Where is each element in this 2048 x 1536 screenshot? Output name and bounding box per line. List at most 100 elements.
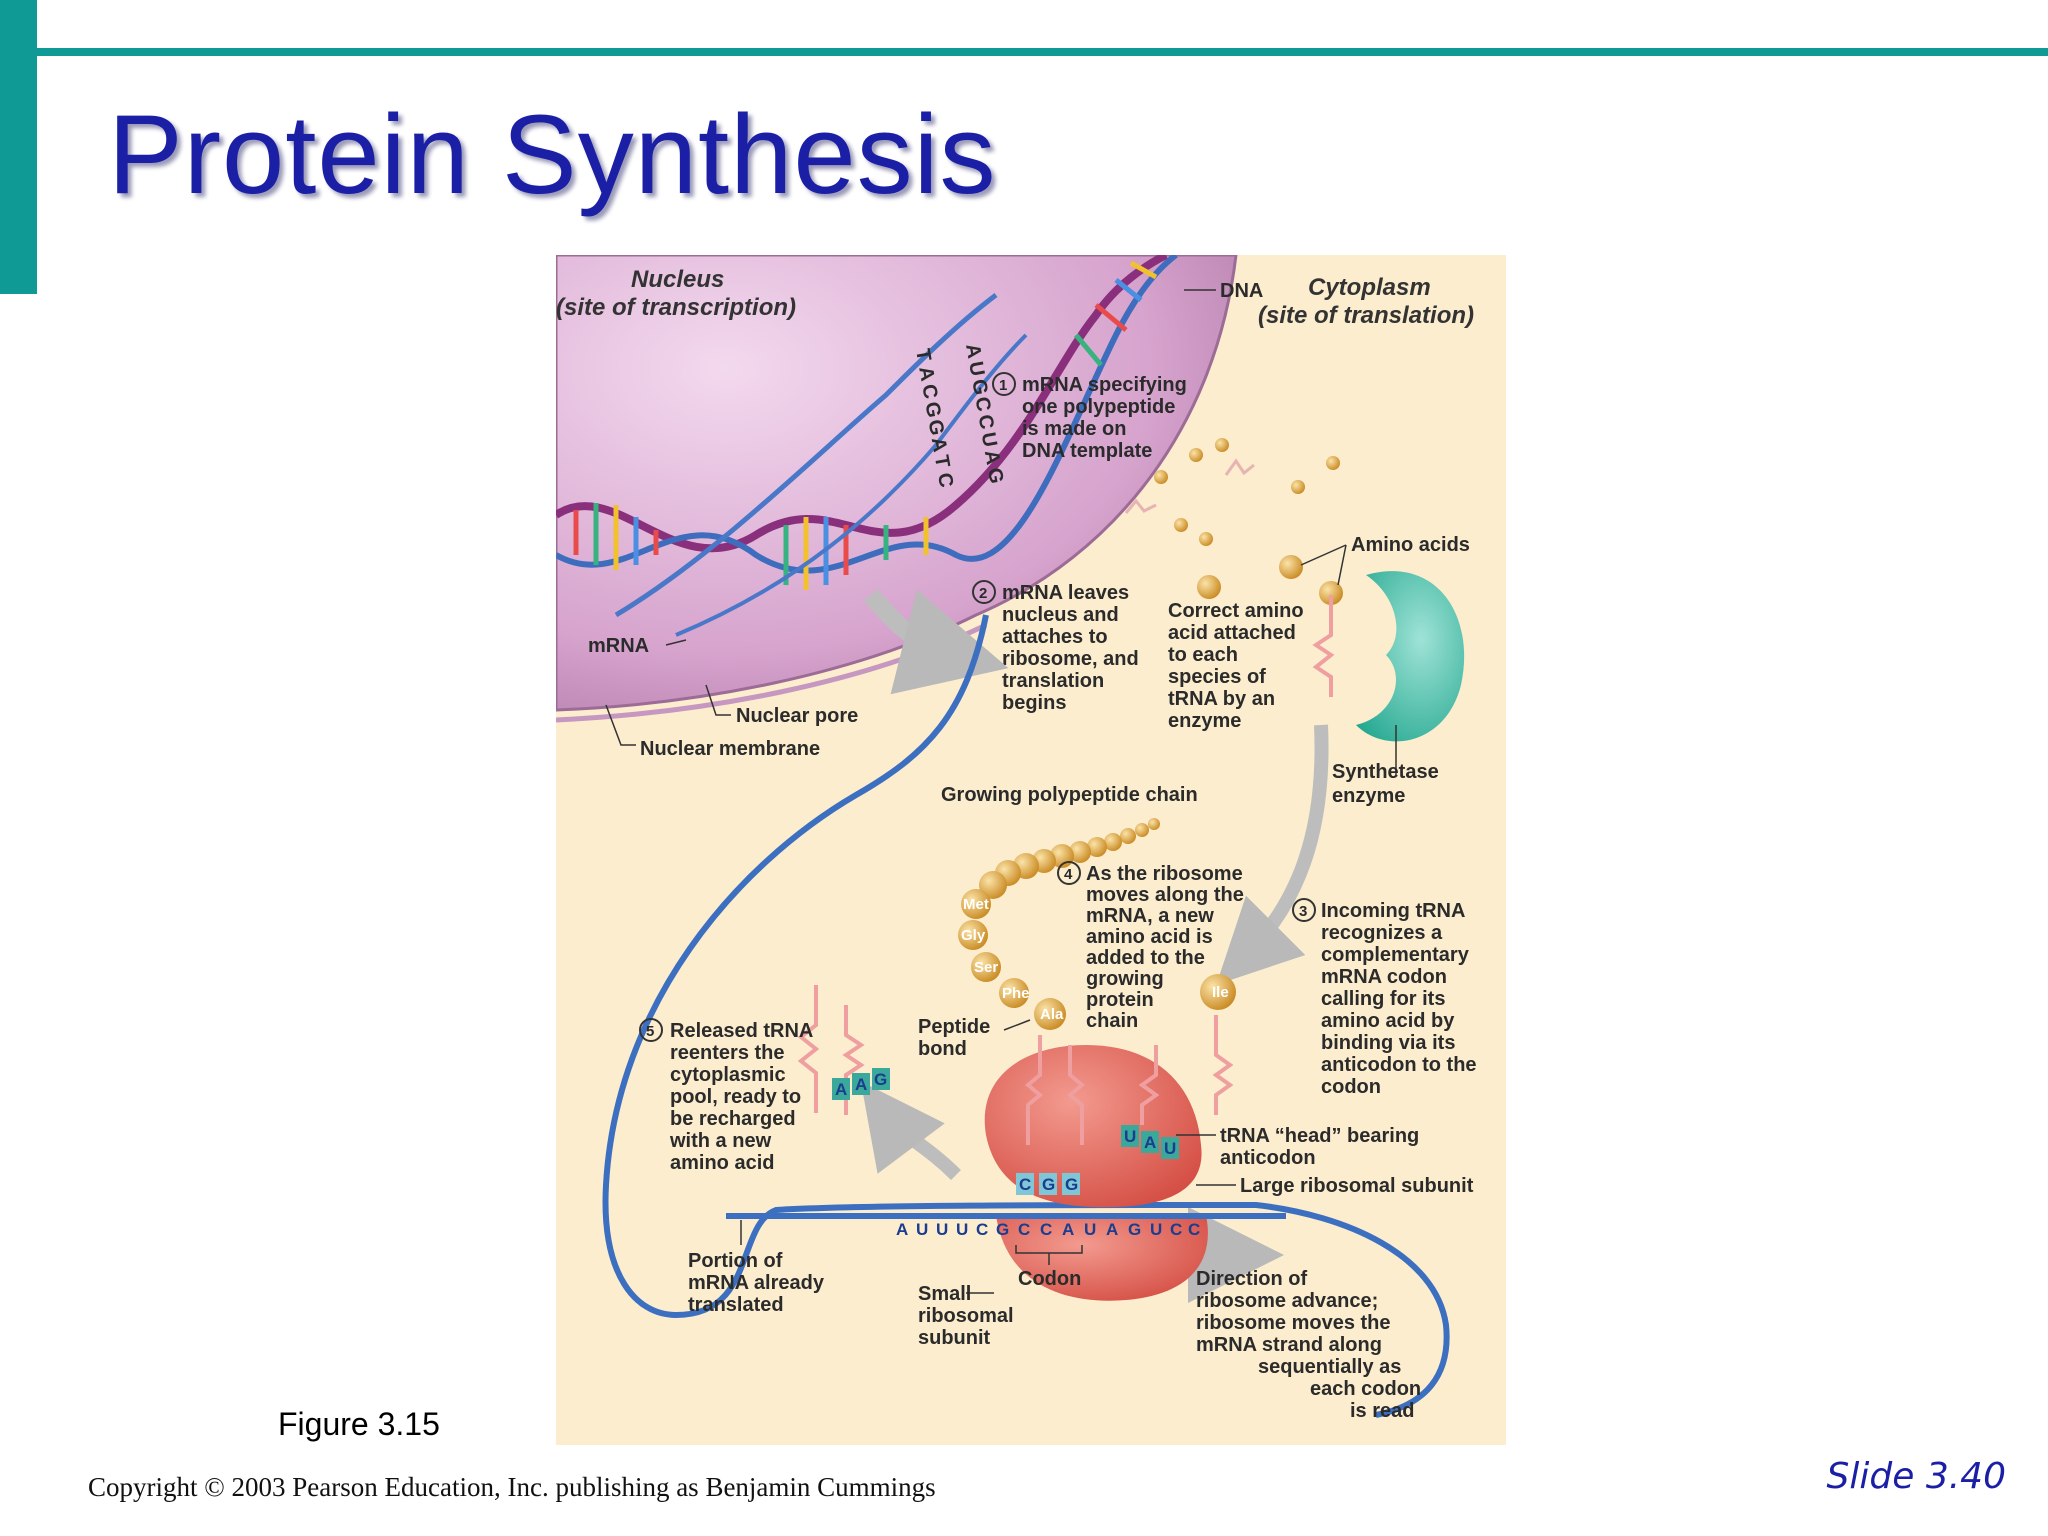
synthetase-label: Synthetase bbox=[1332, 761, 1439, 783]
anticodon-base: A bbox=[1144, 1133, 1156, 1152]
step-4-marker bbox=[1057, 861, 1081, 885]
amino-label: Phe bbox=[1002, 985, 1030, 1002]
small-subunit-line: subunit bbox=[918, 1327, 991, 1349]
direction-line: mRNA strand along bbox=[1196, 1334, 1382, 1356]
step-2-line: begins bbox=[1002, 692, 1066, 714]
amino-label: Ala bbox=[1040, 1006, 1064, 1023]
export-arrow bbox=[864, 589, 1009, 695]
dna-base: G bbox=[920, 400, 944, 419]
mrna-base: C bbox=[976, 1220, 988, 1239]
figure-svg: T A C G G A T C A U G C C U A G Nucleus … bbox=[556, 255, 1506, 1445]
step-4-number: 4 bbox=[1064, 866, 1073, 883]
direction-line: each codon bbox=[1310, 1378, 1421, 1400]
mrna-strand bbox=[602, 614, 1450, 1418]
dna-base: C bbox=[917, 383, 941, 401]
rna-base: U bbox=[964, 360, 988, 378]
protein-synthesis-figure: T A C G G A T C A U G C C U A G Nucleus … bbox=[556, 255, 1506, 1445]
step-3-line: recognizes a bbox=[1321, 922, 1443, 944]
direction-line: ribosome moves the bbox=[1196, 1312, 1391, 1334]
synthetase-enzyme bbox=[1356, 571, 1465, 742]
step-1-marker bbox=[992, 372, 1016, 396]
step-2-line: ribosome, and bbox=[1002, 648, 1139, 670]
mrna-codon-strip: A U U U C G C C A U A G U C C bbox=[726, 1213, 1286, 1239]
step-4-line: mRNA, a new bbox=[1086, 905, 1214, 927]
mrna-base: C bbox=[1188, 1220, 1200, 1239]
anticodon-base: G bbox=[1065, 1175, 1078, 1194]
dna-helix bbox=[556, 255, 1178, 637]
amino-acids-label: Amino acids bbox=[1351, 534, 1470, 556]
incoming-trna bbox=[1138, 1045, 1160, 1125]
step-3-line: amino acid by bbox=[1321, 1010, 1455, 1032]
mrna-base: U bbox=[956, 1220, 968, 1239]
incoming-trna-arrow bbox=[1216, 724, 1329, 985]
large-ribosomal-subunit bbox=[984, 1045, 1202, 1208]
small-subunit-line: Small bbox=[918, 1283, 971, 1305]
step-1-number: 1 bbox=[999, 377, 1007, 394]
peptide-bond-label-2: bond bbox=[918, 1038, 967, 1060]
step-3-marker bbox=[1292, 898, 1316, 922]
step-4-line: growing bbox=[1086, 968, 1164, 990]
rna-base: G bbox=[967, 378, 991, 397]
step-3-line: complementary bbox=[1321, 944, 1470, 966]
rna-base: A bbox=[980, 448, 1004, 466]
bound-trna bbox=[1024, 1035, 1044, 1145]
step-2-line: translation bbox=[1002, 670, 1104, 692]
amino-label: Met bbox=[963, 896, 989, 913]
amino-bead bbox=[971, 952, 1001, 982]
correct-amino-line: Correct amino bbox=[1168, 600, 1304, 622]
amino-bead-incoming bbox=[1200, 974, 1236, 1010]
nucleus-header: Nucleus bbox=[631, 266, 724, 293]
amino-label: Gly bbox=[961, 927, 986, 944]
nuclear-membrane-label: Nuclear membrane bbox=[640, 738, 820, 760]
step-5-line: pool, ready to bbox=[670, 1086, 801, 1108]
step-5-line: Released tRNA bbox=[670, 1020, 813, 1042]
step-5-line: be recharged bbox=[670, 1108, 796, 1130]
step-3-line: mRNA codon bbox=[1321, 966, 1447, 988]
growing-chain-label: Growing polypeptide chain bbox=[941, 784, 1198, 806]
mrna-base: C bbox=[1040, 1220, 1052, 1239]
step-3-line: codon bbox=[1321, 1076, 1381, 1098]
correct-amino-line: enzyme bbox=[1168, 710, 1241, 732]
dna-base: T bbox=[911, 347, 935, 363]
dna-base: A bbox=[914, 365, 938, 383]
step-4-line: protein bbox=[1086, 989, 1154, 1011]
dna-base: G bbox=[924, 418, 948, 437]
step-4-line: added to the bbox=[1086, 947, 1205, 969]
step-5-number: 5 bbox=[646, 1023, 654, 1040]
mrna-label: mRNA bbox=[588, 635, 649, 657]
nucleus-header-sub: (site of transcription) bbox=[556, 294, 796, 321]
dna-base: C bbox=[933, 471, 957, 489]
step-5-line: cytoplasmic bbox=[670, 1064, 786, 1086]
step-3-line: calling for its bbox=[1321, 988, 1445, 1010]
dna-base: A bbox=[927, 436, 951, 454]
correct-amino-line: species of bbox=[1168, 666, 1266, 688]
dna-label: DNA bbox=[1220, 280, 1263, 302]
portion-translated-line: Portion of bbox=[688, 1250, 783, 1272]
charging-trna bbox=[1312, 595, 1335, 697]
amino-bead bbox=[961, 889, 991, 919]
anticodon-base: U bbox=[1164, 1139, 1176, 1158]
step-2-line: attaches to bbox=[1002, 626, 1108, 648]
mrna-base: C bbox=[1170, 1220, 1182, 1239]
step-5-line: amino acid bbox=[670, 1152, 774, 1174]
slide-number: Slide 3.40 bbox=[1826, 1456, 2006, 1497]
ribosome bbox=[984, 1045, 1208, 1301]
step-1-line: is made on bbox=[1022, 418, 1126, 440]
direction-line: sequentially as bbox=[1258, 1356, 1401, 1378]
step-1-line: DNA template bbox=[1022, 440, 1152, 462]
mrna-forming-bases: A U G C C U A G bbox=[961, 342, 1007, 485]
mrna-base: U bbox=[1084, 1220, 1096, 1239]
step-3-line: binding via its bbox=[1321, 1032, 1455, 1054]
step-1-line: mRNA specifying bbox=[1022, 374, 1187, 396]
step-4-line: As the ribosome bbox=[1086, 863, 1243, 885]
large-subunit-label: Large ribosomal subunit bbox=[1240, 1175, 1474, 1197]
step-3-line: anticodon to the bbox=[1321, 1054, 1477, 1076]
trna-head-label: tRNA “head” bearing bbox=[1220, 1125, 1419, 1147]
nuclear-pore-label: Nuclear pore bbox=[736, 705, 858, 727]
portion-translated-line: mRNA already bbox=[688, 1272, 825, 1294]
direction-line: Direction of bbox=[1196, 1268, 1307, 1290]
small-ribosomal-subunit bbox=[996, 1215, 1208, 1301]
anticodon-base: G bbox=[874, 1070, 887, 1089]
mrna-base: U bbox=[936, 1220, 948, 1239]
slide-title: Protein Synthesis bbox=[108, 92, 997, 217]
